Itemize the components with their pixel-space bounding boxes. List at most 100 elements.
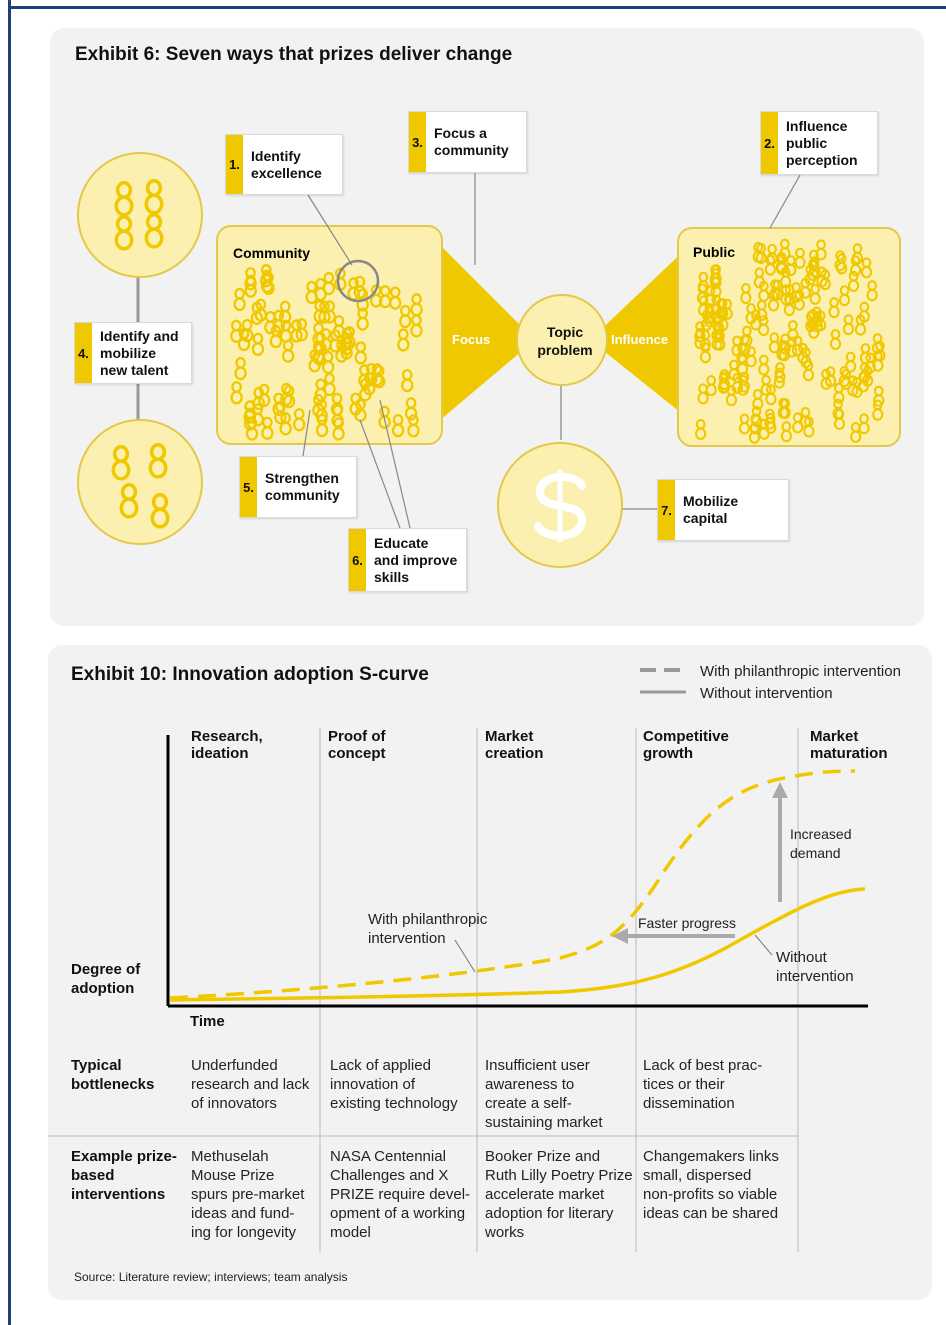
- person-icon: [305, 280, 318, 305]
- person-icon: [233, 287, 246, 312]
- person-icon: [779, 238, 791, 260]
- example-cell: Changemakers links small, dispersed non-…: [643, 1148, 779, 1222]
- bottleneck-cell: Lack of applied innovation of existing t…: [330, 1057, 458, 1112]
- person-icon: [741, 325, 753, 347]
- person-icon: [849, 255, 862, 277]
- legend-solid-label: Without intervention: [700, 685, 833, 702]
- public-label: Public: [693, 244, 735, 260]
- stage-label: Market creation: [485, 728, 544, 762]
- person-icon: [779, 398, 791, 420]
- label-identify-excellence: 1. Identify excellence: [225, 134, 343, 195]
- person-icon: [811, 311, 823, 333]
- person-icon: [244, 274, 257, 298]
- stage-label: Competitive growth: [643, 728, 729, 762]
- person-icon: [750, 309, 762, 331]
- person-icon: [332, 417, 345, 441]
- legend-dashed-label: With philanthropic intervention: [700, 663, 901, 680]
- faster-progress-arrowhead: [612, 928, 628, 944]
- page-frame-top: [8, 6, 946, 9]
- person-icon: [695, 418, 707, 441]
- example-cell: Booker Prize and Ruth Lilly Poetry Prize…: [485, 1148, 633, 1241]
- person-icon: [829, 328, 842, 351]
- example-cell: Methuselah Mouse Prize spurs pre-market …: [191, 1148, 305, 1241]
- bottleneck-cell: Lack of best prac- tices or their dissem…: [643, 1057, 763, 1112]
- label-text: Strengthen community: [265, 470, 340, 503]
- person-icon: [832, 398, 844, 420]
- label-text: Influence public perception: [786, 117, 858, 168]
- person-icon: [753, 267, 765, 289]
- person-icon: [845, 351, 857, 373]
- person-icon: [401, 368, 414, 393]
- x-axis-label: Time: [190, 1013, 225, 1030]
- leader-line-2: [769, 174, 801, 229]
- person-icon: [697, 271, 709, 293]
- label-mobilize-capital: 7. Mobilize capital: [657, 479, 789, 541]
- annotation-leader-with: [454, 939, 476, 973]
- person-icon: [370, 363, 384, 387]
- influence-label: Influence: [611, 332, 668, 347]
- without-intervention-curve: [169, 887, 866, 1002]
- person-icon: [771, 279, 784, 301]
- person-icon: [251, 403, 265, 427]
- annotation-with-intervention: With philanthropic intervention: [368, 911, 488, 947]
- person-icon: [780, 421, 792, 443]
- person-icon: [279, 412, 292, 436]
- person-icon: [819, 269, 831, 291]
- person-icon: [765, 384, 777, 406]
- person-icon: [842, 314, 855, 336]
- person-icon: [340, 336, 353, 360]
- person-icon: [379, 285, 392, 309]
- person-icon: [774, 361, 786, 384]
- person-icon: [314, 378, 327, 402]
- label-new-talent: 4. Identify and mobilize new talent: [74, 322, 192, 384]
- people-icons: [111, 179, 886, 529]
- person-icon: [809, 283, 821, 305]
- person-icon: [860, 257, 873, 279]
- example-cell: NASA Centennial Challenges and X PRIZE r…: [330, 1148, 471, 1241]
- label-text: Mobilize capital: [683, 493, 739, 526]
- person-icon: [740, 283, 752, 305]
- person-icon: [240, 318, 254, 343]
- person-icon: [260, 264, 273, 288]
- person-icon: [838, 366, 850, 388]
- bottleneck-cell: Underfunded research and lack of innovat…: [191, 1057, 310, 1112]
- person-icon: [815, 239, 827, 261]
- person-icon: [697, 383, 709, 405]
- person-icon: [736, 342, 748, 364]
- leader-line-6a: [379, 399, 411, 529]
- person-icon: [391, 413, 405, 438]
- person-icon: [715, 298, 727, 320]
- person-icon: [862, 365, 874, 387]
- person-icon: [709, 264, 721, 286]
- examples-row-label: Example prize- based interventions: [71, 1148, 177, 1203]
- person-icon: [776, 339, 788, 361]
- annotation-leader-without: [754, 934, 773, 956]
- person-icon: [264, 310, 277, 335]
- person-icon: [854, 314, 867, 336]
- person-icon: [711, 329, 723, 351]
- person-icon: [850, 421, 862, 444]
- person-icon: [322, 271, 336, 296]
- person-icon: [836, 253, 848, 275]
- person-icon: [802, 360, 815, 382]
- person-icon: [758, 354, 770, 376]
- page-frame-left: [8, 0, 11, 1325]
- person-icon: [280, 382, 293, 407]
- person-icon: [873, 385, 885, 407]
- person-icon: [773, 367, 785, 389]
- person-icon: [755, 243, 767, 265]
- annotation-without-intervention: Without intervention: [776, 949, 854, 985]
- person-icon: [738, 371, 751, 393]
- label-number: 6.: [349, 529, 366, 591]
- y-axis-label: Degree of adoption: [71, 961, 141, 997]
- person-icon: [756, 300, 768, 322]
- stage-label: Research, ideation: [191, 728, 263, 762]
- person-icon: [792, 412, 804, 434]
- person-icon: [279, 319, 293, 343]
- person-icon: [785, 255, 797, 277]
- person-icon: [356, 307, 369, 331]
- exhibit-10-title: Exhibit 10: Innovation adoption S-curve: [71, 664, 429, 685]
- person-icon: [150, 493, 170, 529]
- person-icon: [807, 259, 819, 282]
- person-icon: [748, 422, 761, 444]
